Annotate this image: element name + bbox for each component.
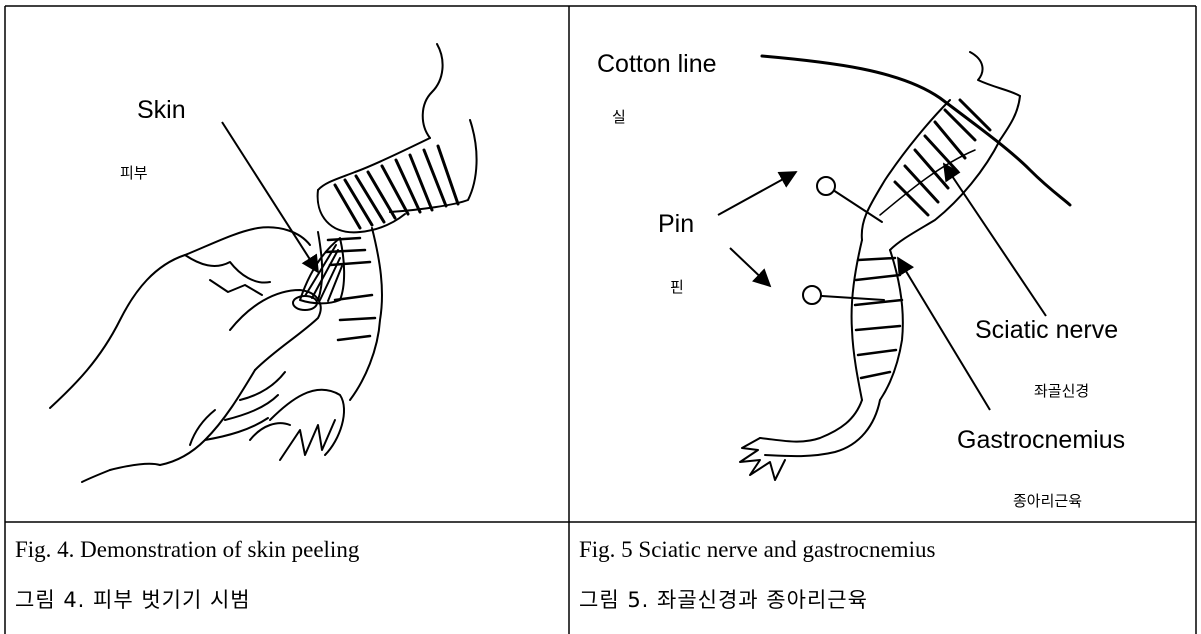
cotton-line-label-korean: 실: [612, 106, 626, 127]
skin-arrow: [222, 122, 318, 272]
pin-label-korean: 핀: [670, 276, 684, 297]
pin-shaft-upper: [830, 188, 882, 222]
gastrocnemius-label: Gastrocnemius: [957, 426, 1125, 455]
sciatic-arrow: [944, 164, 1046, 316]
pin-arrow-upper: [718, 172, 796, 215]
thigh-texture: [335, 146, 458, 228]
skin-label: Skin: [137, 96, 186, 125]
pin-head-upper: [817, 177, 835, 195]
skin-peeling-illustration: [50, 44, 477, 482]
right-thigh-texture: [895, 100, 990, 215]
cotton-line-curve: [762, 56, 1070, 205]
sciatic-nerve-label-korean: 좌골신경: [1034, 380, 1089, 401]
sciatic-illustration: [740, 52, 1070, 480]
cotton-line-label: Cotton line: [597, 50, 717, 79]
sciatic-nerve-label: Sciatic nerve: [975, 316, 1118, 345]
skin-label-korean: 피부: [120, 162, 148, 183]
figure5-caption: Fig. 5 Sciatic nerve and gastrocnemius: [579, 537, 935, 563]
pin-head-lower: [803, 286, 821, 304]
figure5-caption-korean: 그림 5. 좌골신경과 종아리근육: [579, 584, 868, 614]
right-shank-texture: [855, 258, 902, 378]
pin-label: Pin: [658, 210, 694, 239]
figure4-caption: Fig. 4. Demonstration of skin peeling: [15, 537, 359, 563]
figure4-caption-korean: 그림 4. 피부 벗기기 시범: [15, 584, 251, 614]
gastrocnemius-label-korean: 종아리근육: [1013, 490, 1082, 511]
pin-arrow-lower: [730, 248, 770, 286]
